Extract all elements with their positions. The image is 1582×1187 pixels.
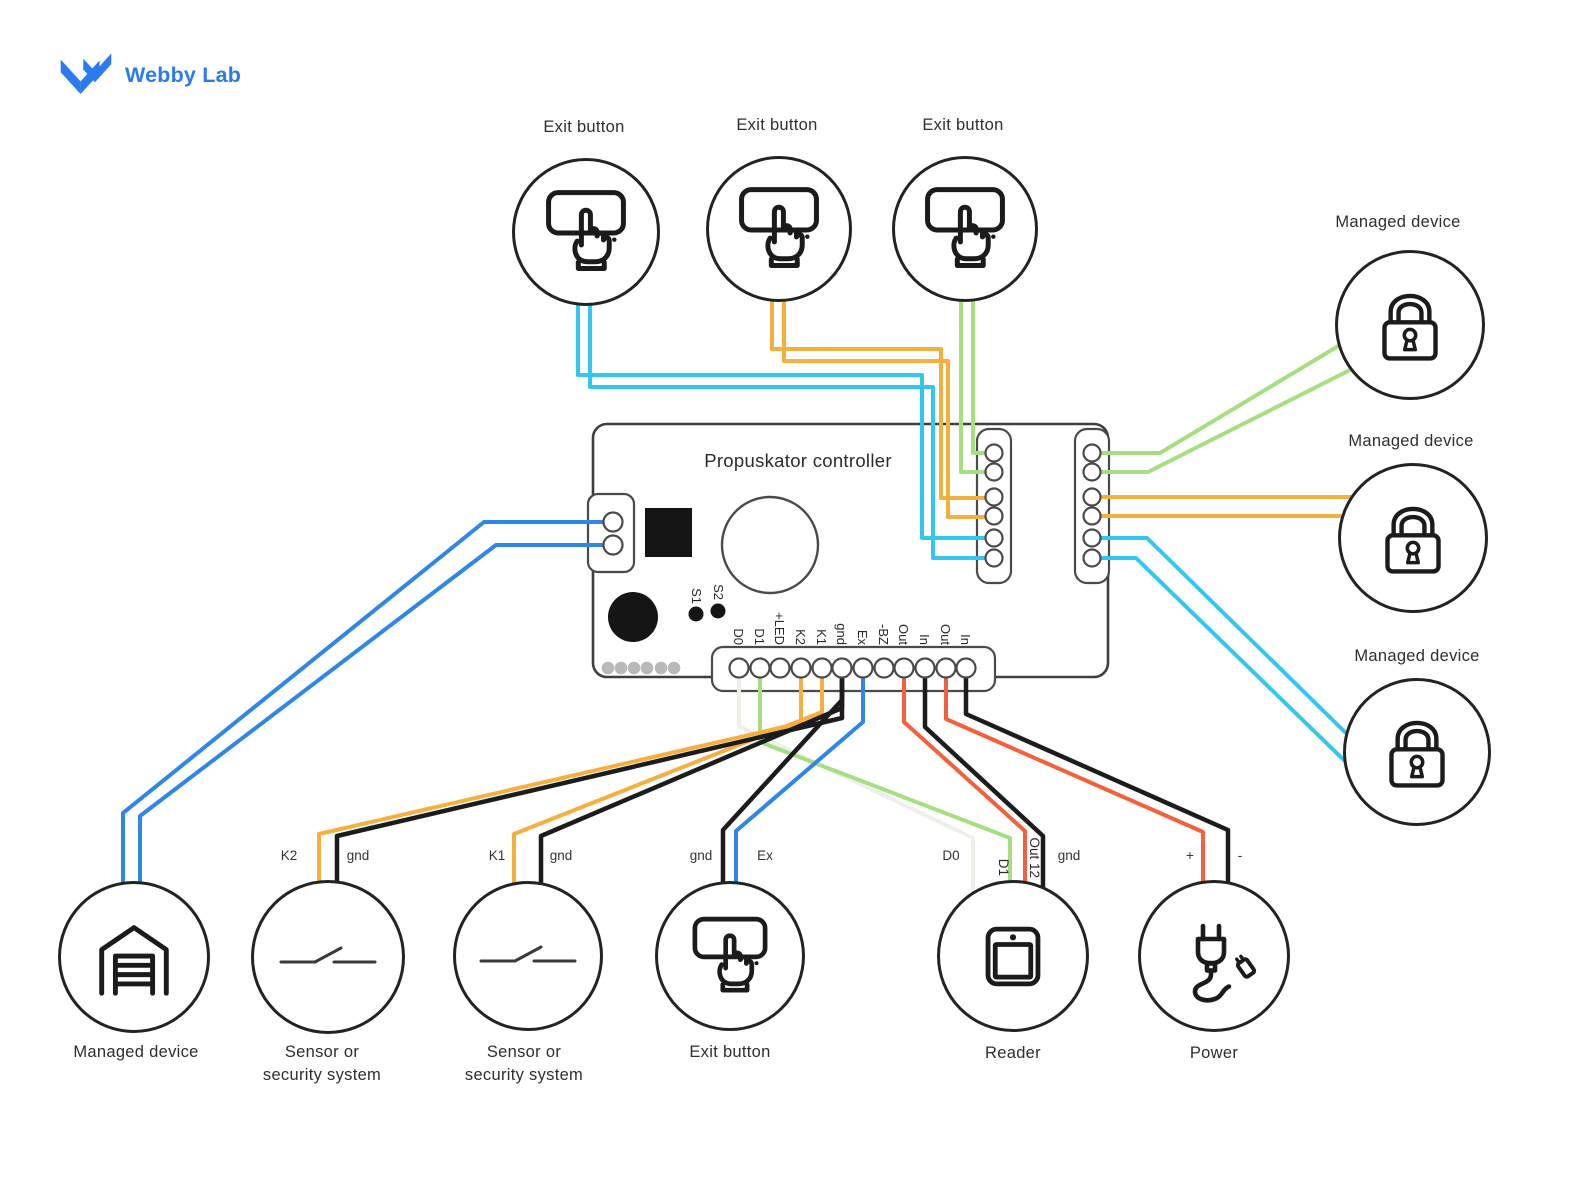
wire-exit1-a xyxy=(576,299,994,540)
wire-label-gnd-2: gnd xyxy=(549,848,573,863)
wire-sensor2-k1 xyxy=(512,668,824,888)
wire-lock3-a xyxy=(1092,536,1352,739)
managed-device-2 xyxy=(1338,463,1488,613)
wire-label-d1: D1 xyxy=(996,858,1011,876)
pin-label-bz: -BZ xyxy=(876,624,891,645)
managed-device-3 xyxy=(1343,678,1491,826)
lock-icon xyxy=(1385,506,1441,574)
exit-button-bottom-label: Exit button xyxy=(689,1043,771,1061)
wire-exit2-b xyxy=(782,296,994,519)
wire-label-ex: Ex xyxy=(757,848,773,863)
sensor-2-label: Sensor or security system xyxy=(464,1043,584,1084)
pin-label-d1: D1 xyxy=(752,628,767,645)
wire-reader-d0 xyxy=(737,668,975,894)
card-reader-icon xyxy=(985,926,1041,987)
lock-icon xyxy=(1382,293,1438,361)
lock-icon xyxy=(1389,720,1445,788)
press-button-icon xyxy=(546,190,626,271)
wire-label-k1: K1 xyxy=(488,848,506,863)
pin-label-in1: In xyxy=(917,634,932,645)
wire-lock3-b xyxy=(1092,556,1352,768)
switch-icon xyxy=(479,945,577,963)
wire-exit1-b xyxy=(588,299,994,560)
wire-power-minus xyxy=(963,668,1231,886)
exit-button-2-label: Exit button xyxy=(736,116,818,134)
wire-label-gnd-4: gnd xyxy=(1057,848,1081,863)
wire-lock1-a xyxy=(1092,340,1347,455)
wire-label-gnd-1: gnd xyxy=(346,848,370,863)
pin-label-ex: Ex xyxy=(855,629,870,645)
left-connector xyxy=(586,492,636,574)
wire-label-gnd-3: gnd xyxy=(689,848,713,863)
pin-label-d0: D0 xyxy=(731,628,746,645)
managed-device-2-label: Managed device xyxy=(1348,432,1474,450)
wire-sensor1-k2 xyxy=(317,668,803,888)
switch-s1-dot xyxy=(688,606,704,622)
pin-label-led: +LED xyxy=(772,612,787,645)
reader-device xyxy=(937,880,1089,1032)
pin-label-out1: Out xyxy=(896,624,911,645)
wire-label-plus: + xyxy=(1186,848,1194,863)
webbylab-logo: Webby Lab xyxy=(58,52,241,98)
chip xyxy=(645,508,692,557)
wire-exitbtn-gnd xyxy=(720,668,845,886)
exit-button-device-3 xyxy=(892,156,1038,302)
switch-s2-dot xyxy=(710,603,726,619)
garage-label: Managed device xyxy=(73,1043,199,1061)
garage-device xyxy=(58,881,210,1033)
wire-power-plus xyxy=(944,668,1205,886)
press-button-icon xyxy=(925,187,1005,268)
wire-garage-b xyxy=(138,543,613,890)
wire-label-d0: D0 xyxy=(942,848,960,863)
exit-button-device-1 xyxy=(512,158,660,306)
wire-exitbtn-ex xyxy=(734,668,865,886)
wire-garage-a xyxy=(121,520,613,890)
exit-button-3-label: Exit button xyxy=(922,116,1004,134)
press-button-icon xyxy=(692,916,768,993)
wire-exit3-a xyxy=(959,296,994,474)
exit-button-1-label: Exit button xyxy=(543,118,625,136)
power-plug-icon xyxy=(1192,923,1257,1003)
power-label: Power xyxy=(1189,1044,1239,1062)
wire-reader-out12 xyxy=(902,668,1027,886)
buzzer xyxy=(608,592,658,642)
label-s2: S2 xyxy=(711,584,726,600)
label-s1: S1 xyxy=(689,588,704,604)
webbylab-logo-icon xyxy=(60,53,112,94)
sensor-device-1 xyxy=(251,880,405,1034)
reader-label: Reader xyxy=(985,1044,1041,1062)
wire-label-out12: Out 12 xyxy=(1027,837,1042,878)
sensor-1-label: Sensor or security system xyxy=(262,1043,382,1084)
managed-device-1-label: Managed device xyxy=(1335,213,1461,231)
power-device xyxy=(1138,880,1290,1032)
logo-text: Webby Lab xyxy=(125,62,242,87)
garage-icon xyxy=(99,925,169,996)
wire-reader-gnd xyxy=(922,668,1046,890)
wire-label-k2: K2 xyxy=(280,848,298,863)
exit-button-device-bottom xyxy=(655,881,805,1031)
wires xyxy=(121,296,1358,894)
status-leds xyxy=(601,661,681,675)
pin-label-gnd: gnd xyxy=(834,623,849,645)
managed-device-3-label: Managed device xyxy=(1354,647,1480,665)
press-button-icon xyxy=(739,187,819,268)
pins xyxy=(602,443,1102,679)
speaker xyxy=(720,495,820,595)
pin-label-in2: In xyxy=(958,634,973,645)
managed-device-1 xyxy=(1335,250,1485,400)
pin-label-k2: K2 xyxy=(793,629,808,645)
wire-exit2-a xyxy=(770,296,994,500)
wire-label-minus: - xyxy=(1237,848,1243,863)
pin-label-out2: Out xyxy=(938,624,953,645)
wire-lock1-b xyxy=(1092,368,1351,474)
switch-icon xyxy=(279,946,377,964)
exit-button-device-2 xyxy=(706,156,852,302)
pin-label-k1: K1 xyxy=(814,629,829,645)
sensor-device-2 xyxy=(453,881,603,1031)
controller-title: Propuskator controller xyxy=(704,450,892,471)
wire-reader-d1 xyxy=(758,668,1012,885)
